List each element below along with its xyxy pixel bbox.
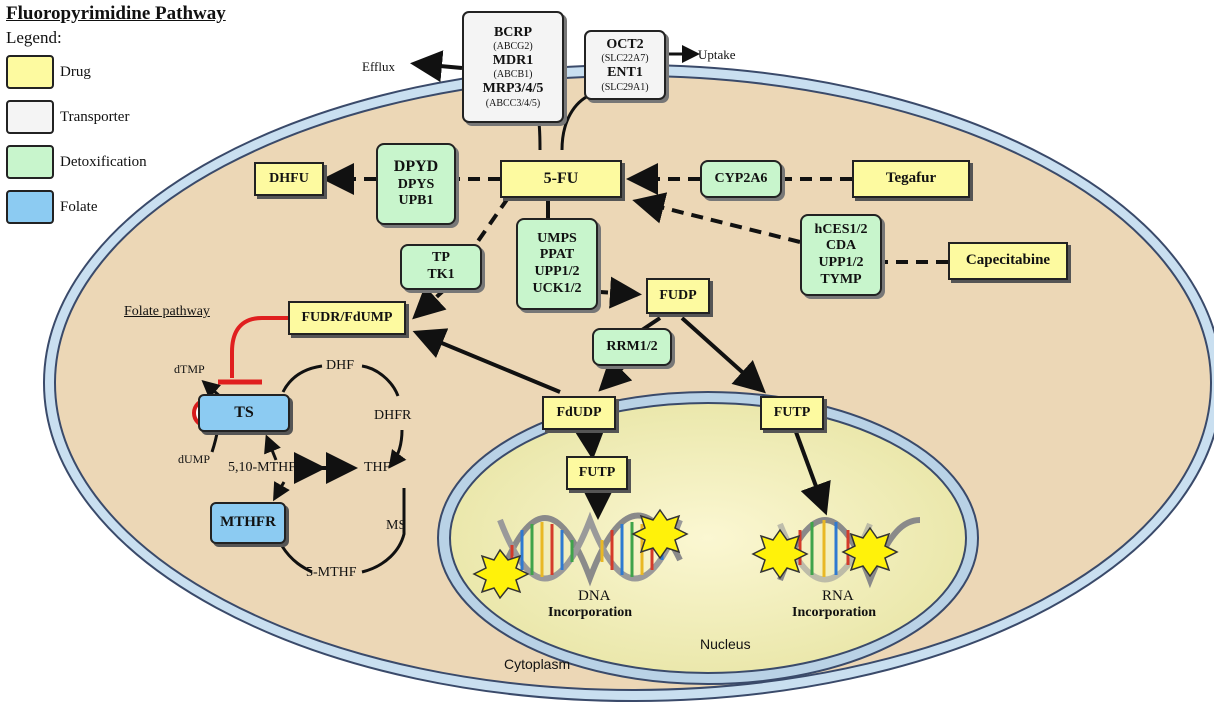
dna-helix xyxy=(472,508,689,600)
transporter-slc22a7: (SLC22A7) xyxy=(601,53,649,65)
transporter-abcb1: (ABCB1) xyxy=(493,69,533,81)
transporter-oct2: OCT2 xyxy=(606,36,644,52)
enzyme-umps-group: UMPS PPAT UPP1/2 UCK1/2 xyxy=(516,218,598,310)
label-ms: MS xyxy=(386,518,407,533)
transporter-slc29a1: (SLC29A1) xyxy=(601,81,649,93)
folate-ts: TS xyxy=(198,394,290,432)
label-dhfr: DHFR xyxy=(374,408,412,423)
tp-to-fudr-arrow xyxy=(412,285,447,320)
enzyme-uck12: UCK1/2 xyxy=(532,280,582,296)
legend-label-drug: Drug xyxy=(60,64,91,80)
rna-label: RNA xyxy=(822,588,854,604)
umps-to-fudp-arrow xyxy=(599,276,642,309)
damage-burst-icon xyxy=(631,508,689,560)
enzyme-umps: UMPS xyxy=(537,230,577,246)
transporter-abcc: (ABCC3/4/5) xyxy=(485,97,541,109)
legend-label-transporter: Transporter xyxy=(60,109,130,125)
damage-burst-icon xyxy=(841,526,899,578)
hces-to-fu-arrow xyxy=(632,192,801,244)
efflux-transporter-box: BCRP (ABCG2) MDR1 (ABCB1) MRP3/4/5 (ABCC… xyxy=(462,11,564,123)
mthf-to-mthfr-arrow xyxy=(273,481,290,502)
dhfr-arrow xyxy=(388,429,407,469)
transporter-ent1: ENT1 xyxy=(607,65,643,80)
futp-to-rna-arrow xyxy=(794,431,831,516)
nucleus-label: Nucleus xyxy=(700,636,751,652)
label-5-10-mthf: 5,10-MTHF xyxy=(228,460,297,475)
enzyme-upb1: UPB1 xyxy=(398,193,434,209)
enzyme-tk1: TK1 xyxy=(427,267,455,282)
folate-cycle-upper xyxy=(281,364,400,397)
folate-pathway-label: Folate pathway xyxy=(124,304,210,319)
legend-heading: Legend: xyxy=(6,28,62,47)
diagram-title: Fluoropyrimidine Pathway xyxy=(6,3,226,24)
uptake-label: Uptake xyxy=(698,47,736,62)
mthf-to-ts-arrow xyxy=(264,434,281,461)
cytoplasm-label: Cytoplasm xyxy=(504,656,571,672)
transporter-bcrp: BCRP xyxy=(493,24,533,40)
enzyme-hces-group: hCES1/2 CDA UPP1/2 TYMP xyxy=(800,214,882,296)
fdudp-to-fudr-arrow xyxy=(412,328,561,394)
efflux-label: Efflux xyxy=(362,59,395,74)
label-dhf: DHF xyxy=(326,358,355,373)
ts-inhibition-line xyxy=(230,316,288,378)
enzyme-upp12-b: UPP1/2 xyxy=(818,255,864,270)
legend-label-detoxification: Detoxification xyxy=(60,154,147,170)
legend-swatch-drug xyxy=(6,55,54,89)
enzyme-cda: CDA xyxy=(825,238,857,254)
drug-tegafur: Tegafur xyxy=(852,160,970,198)
enzyme-cyp2a6: CYP2A6 xyxy=(700,160,782,198)
folate-cycle-lower xyxy=(280,488,406,574)
damage-burst-icon xyxy=(751,528,809,580)
dna-incorporation-label: Incorporation xyxy=(548,605,632,620)
enzyme-dpyd: DPYD xyxy=(393,158,439,176)
fdudp-to-futp-arrow xyxy=(573,426,606,460)
enzyme-tp-group: TP TK1 xyxy=(400,244,482,290)
drug-fdudp: FdUDP xyxy=(542,396,616,430)
damage-burst-icon xyxy=(472,548,530,600)
label-5-mthf: 5-MTHF xyxy=(306,565,357,580)
rna-incorporation-label: Incorporation xyxy=(792,605,876,620)
transporter-mrp: MRP3/4/5 xyxy=(482,81,544,97)
enzyme-dpys: DPYS xyxy=(397,176,435,192)
drug-5fu: 5-FU xyxy=(500,160,622,198)
fudp-to-futp-arrow xyxy=(680,316,766,394)
enzyme-tymp: TYMP xyxy=(820,271,862,287)
folate-mthfr: MTHFR xyxy=(210,502,286,544)
drug-futp-nucleus: FUTP xyxy=(566,456,628,490)
label-dump: dUMP xyxy=(178,452,211,466)
dna-label: DNA xyxy=(578,588,611,604)
fu-to-tp-line xyxy=(474,196,510,246)
enzyme-dpyd-group: DPYD DPYS UPB1 xyxy=(376,143,456,225)
drug-fudp: FUDP xyxy=(646,278,710,314)
legend-swatch-folate xyxy=(6,190,54,224)
drug-dhfu: DHFU xyxy=(254,162,324,196)
enzyme-ppat: PPAT xyxy=(539,247,575,263)
uptake-transporter-box: OCT2 (SLC22A7) ENT1 (SLC29A1) xyxy=(584,30,666,100)
enzyme-upp12: UPP1/2 xyxy=(534,264,580,279)
rrm-to-fdudp-arrow xyxy=(598,357,633,392)
enzyme-rrm12: RRM1/2 xyxy=(592,328,672,366)
transporter-mdr1: MDR1 xyxy=(492,52,534,68)
legend-label-folate: Folate xyxy=(60,199,98,215)
drug-capecitabine: Capecitabine xyxy=(948,242,1068,280)
transporter-abcg2: (ABCG2) xyxy=(493,41,533,53)
enzyme-hces12: hCES1/2 xyxy=(814,221,868,237)
legend-swatch-transporter xyxy=(6,100,54,134)
drug-fudr-fdump: FUDR/FdUMP xyxy=(288,301,406,335)
efflux-arrow xyxy=(410,50,463,83)
enzyme-tp: TP xyxy=(432,250,450,266)
rna-helix xyxy=(751,517,921,589)
drug-futp-cytoplasm: FUTP xyxy=(760,396,824,430)
label-thf: THF xyxy=(364,460,391,475)
label-dtmp: dTMP xyxy=(174,362,205,376)
legend-swatch-detoxification xyxy=(6,145,54,179)
